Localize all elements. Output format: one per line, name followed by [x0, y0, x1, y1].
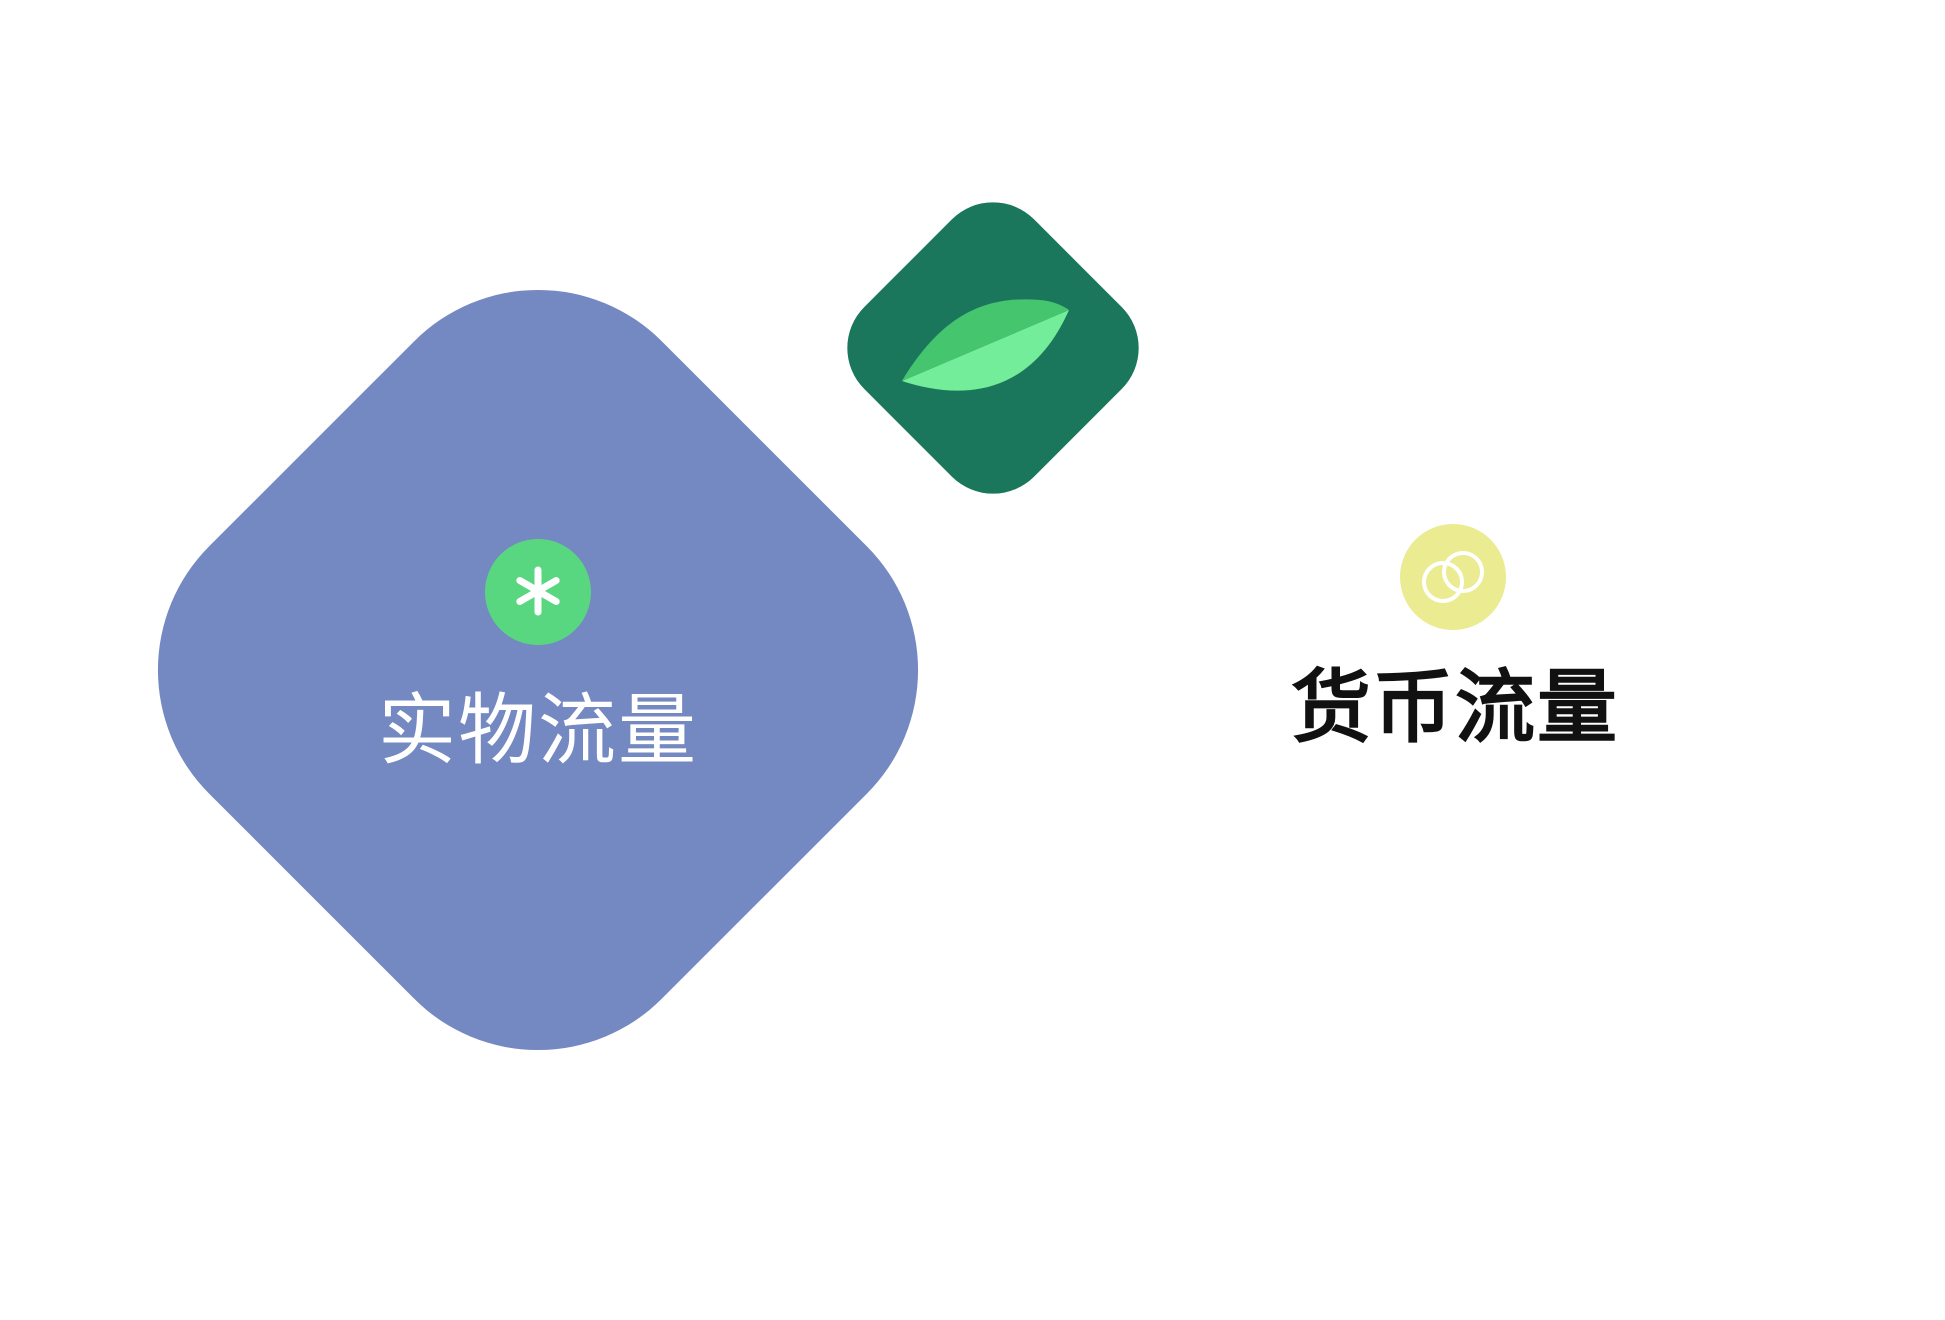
physical-flow-label: 实物流量	[377, 686, 699, 776]
physical-flow-badge	[485, 539, 591, 645]
money-flow-badge	[1400, 524, 1506, 630]
leaf-dark-half	[902, 299, 1069, 381]
leaf-light-half	[902, 310, 1069, 391]
physical-flow-tile	[157, 289, 919, 1051]
money-flow-label: 货币流量	[1291, 661, 1619, 754]
money-flow-badge-circle	[1400, 524, 1506, 630]
asterisk-icon	[516, 566, 560, 616]
leaf-icon	[902, 299, 1069, 391]
linked-rings-icon	[1422, 551, 1484, 603]
